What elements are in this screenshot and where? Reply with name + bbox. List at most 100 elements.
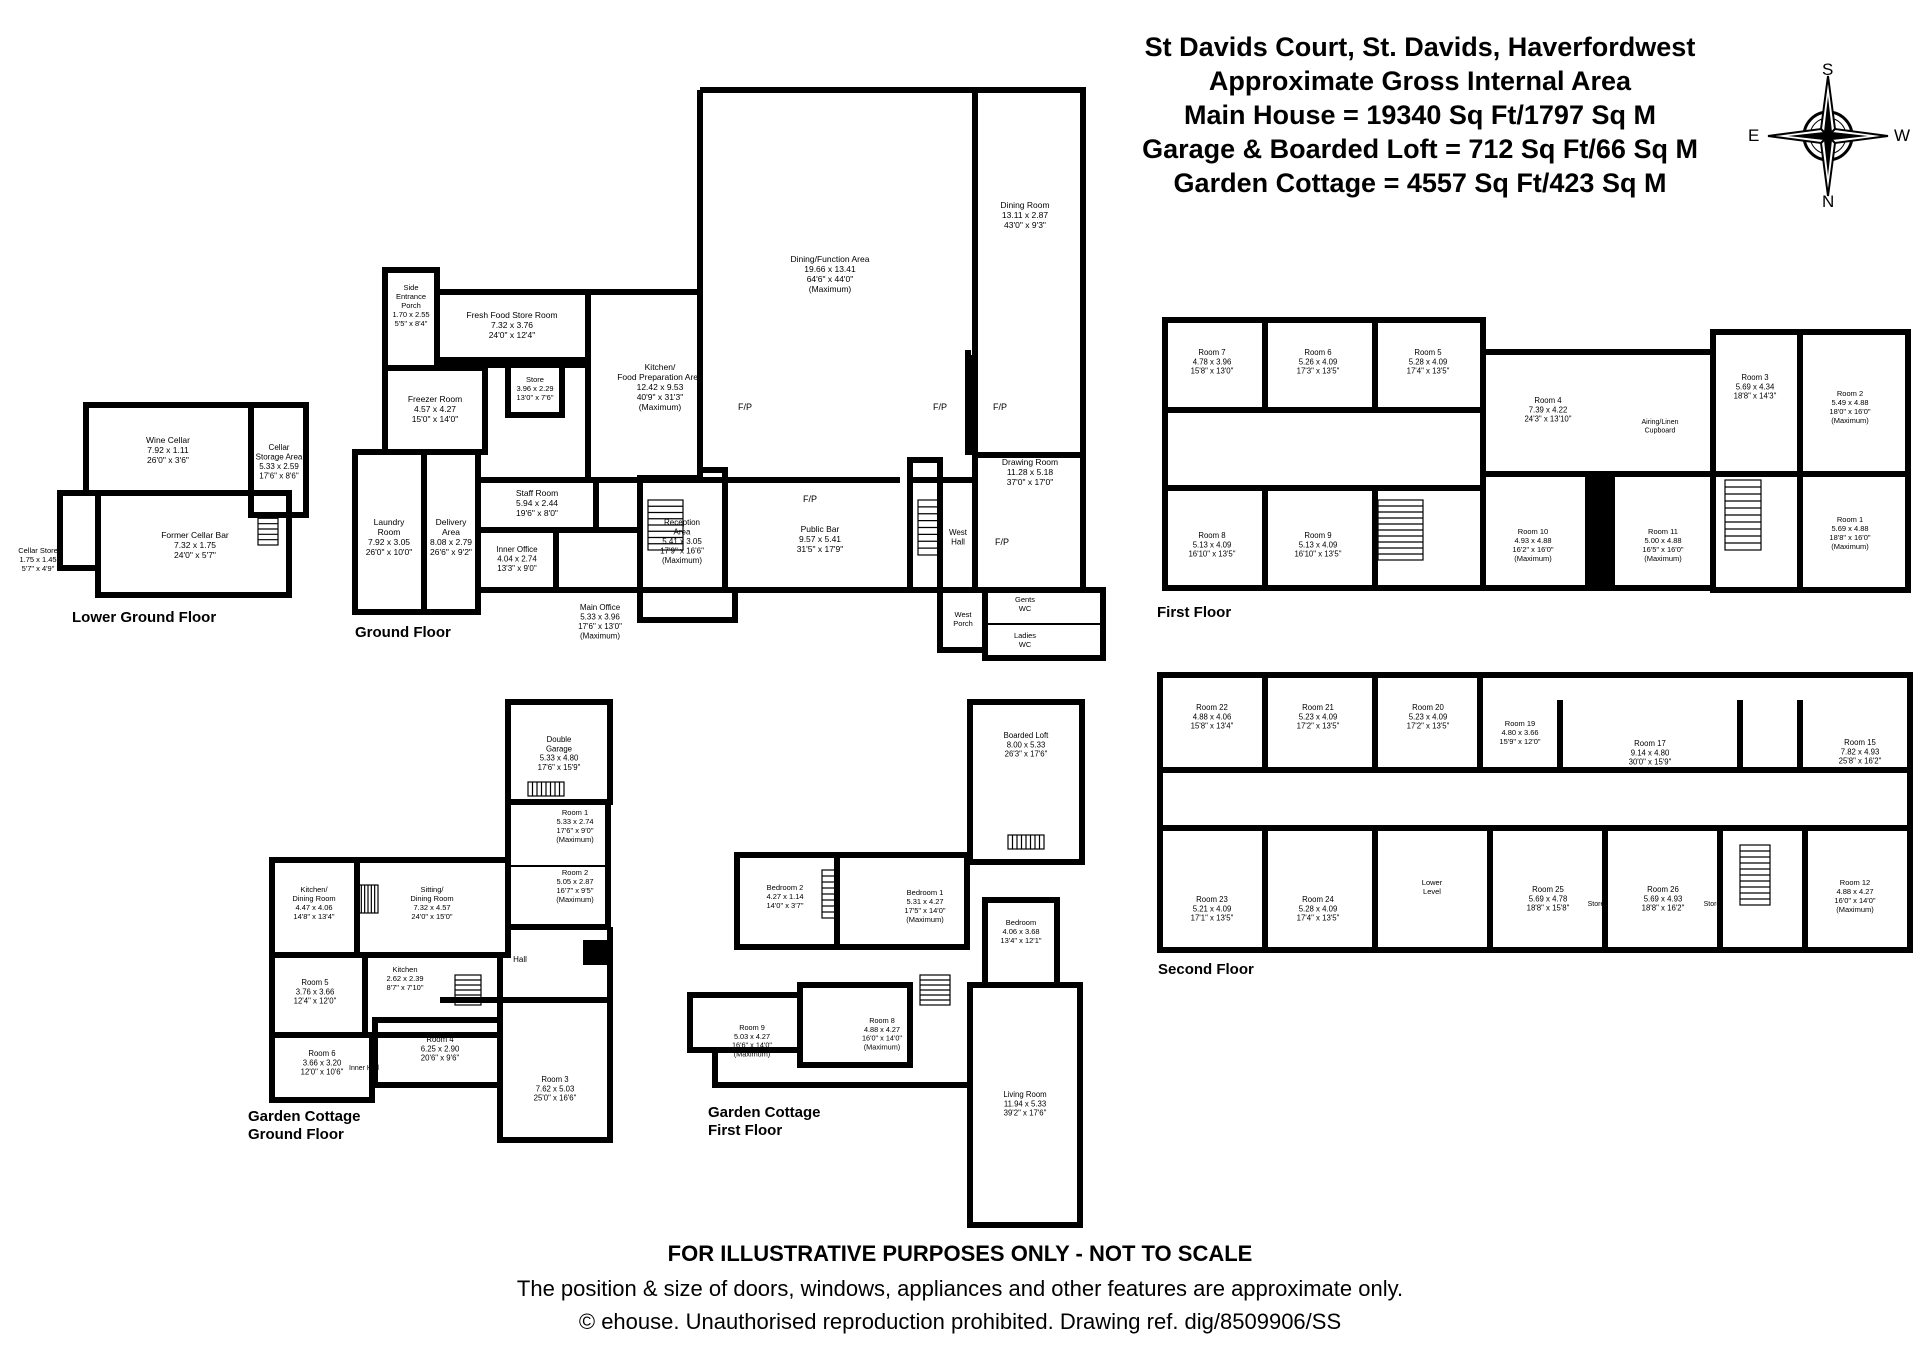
compass-e: E [1748, 126, 1760, 145]
room-label-line: 4.80 x 3.66 [1501, 728, 1538, 737]
room-label-line: Boarded Loft [1004, 731, 1049, 740]
room-label-line: 4.88 x 4.27 [864, 1025, 900, 1034]
cg-stairs-sit [357, 884, 379, 914]
room-label-line: 37'0" x 17'0" [1007, 477, 1054, 487]
room-label-line: 18'8" x 16'0" [1829, 533, 1870, 542]
room-label-line: Room 5 [301, 978, 329, 987]
gf-main-office [553, 527, 643, 593]
room-label-line: (Maximum) [1644, 554, 1682, 563]
room-label-line: Porch [401, 301, 421, 310]
room-label-line: 7.32 x 1.75 [174, 540, 216, 550]
room-label-line: 5.41 x 3.05 [662, 537, 702, 546]
room-label-line: Inner Hall [349, 1065, 379, 1072]
cg-sitting [354, 857, 511, 958]
room-label-line: Double [547, 735, 572, 744]
room-label-line: 5.33 x 4.80 [540, 754, 579, 763]
lg-cellar-store-wall [57, 490, 101, 571]
room-label-line: 15'0" x 14'0" [412, 414, 459, 424]
room-label-line: Room 15 [1844, 738, 1876, 747]
room-label-line: 5.69 x 4.34 [1736, 382, 1775, 391]
room-label-line: 5.94 x 2.44 [516, 498, 558, 508]
room-label-line: (Maximum) [1514, 554, 1552, 563]
lg-stairs [257, 512, 279, 546]
room-label-line: 24'3" x 13'10" [1524, 415, 1571, 424]
room-label-line: Side [403, 283, 418, 292]
room-label-line: 5'7" x 4'9" [22, 564, 55, 573]
room-label-line: 5.03 x 4.27 [734, 1032, 770, 1041]
room-label-line: 25'8" x 16'2" [1839, 757, 1882, 766]
cg-room4 [372, 1017, 503, 1088]
room-label-line: 7.39 x 4.22 [1529, 405, 1568, 414]
room-label-line: Room [378, 527, 401, 537]
cg-hatch-block [583, 940, 608, 965]
room-label-line: Room 24 [1302, 895, 1334, 904]
room-label-line: Room 25 [1532, 885, 1564, 894]
room-label-line: Room 4 [426, 1035, 454, 1044]
room-label-line: 11.94 x 5.33 [1004, 1099, 1046, 1108]
room-label-line: Kitchen/ [300, 885, 328, 894]
room-label-line: 7.62 x 5.03 [536, 1084, 575, 1093]
room-label-line: Wine Cellar [146, 435, 190, 445]
room-label-line: 24'0" x 5'7" [174, 550, 216, 560]
room-label-line: (Maximum) [734, 1049, 770, 1058]
approximate-note: The position & size of doors, windows, a… [516, 1276, 1404, 1301]
compass-s: S [1822, 60, 1834, 79]
room-label-line: Airing/Linen [1642, 419, 1679, 426]
room-label-line: 24'0" x 12'4" [489, 330, 536, 340]
room-label-line: 7.92 x 1.11 [147, 445, 189, 455]
room-label-line: 5'5" x 8'4" [395, 319, 428, 328]
room-label-line: Bedroom 2 [767, 883, 804, 892]
room-label-line: Storage Area [256, 453, 303, 462]
floor-label-cottage-first: Garden Cottage First Floor [708, 1104, 821, 1140]
room-label-line: 2.62 x 2.39 [386, 974, 423, 983]
room-label-line: (Maximum) [556, 895, 594, 904]
floor-label-second: Second Floor [1158, 961, 1254, 978]
room-label-line: Room 23 [1196, 895, 1228, 904]
floor-label-cottage-first-line2: First Floor [708, 1122, 783, 1139]
room-label-line: 40'9" x 31'3" [637, 392, 684, 402]
room-label-line: Reception [664, 518, 700, 527]
room-label-line: Entrance [396, 292, 426, 301]
cf-stairs-bed [821, 869, 839, 919]
room-label-line: Room 9 [1304, 531, 1331, 540]
room-label-line: Public Bar [801, 524, 840, 534]
cg-hall-label: Hall [513, 955, 527, 964]
room-label-line: (Maximum) [1836, 905, 1874, 914]
room-label-line: 43'0" x 9'3" [1004, 220, 1046, 230]
ff-mid-bottom [1480, 474, 1713, 591]
gf-stairs-hall [917, 499, 943, 556]
room-label-line: 18'8" x 16'2" [1642, 904, 1685, 913]
room-label-line: 5.33 x 3.96 [580, 613, 620, 622]
room-label-line: Gents [1015, 595, 1035, 604]
room-label-line: 4.04 x 2.74 [497, 555, 537, 564]
room-label-line: 39'2" x 17'6" [1004, 1109, 1047, 1118]
room-label-line: Room 26 [1647, 885, 1679, 894]
area-main-house: Main House = 19340 Sq Ft/1797 Sq M [1184, 100, 1656, 130]
cf-stairs-loft [1007, 834, 1045, 850]
room-label-line: 19'6" x 8'0" [516, 508, 558, 518]
room-label-line: 16'7" x 9'5" [557, 886, 594, 895]
ff-stair-core [1585, 474, 1615, 588]
room-label-line: West [949, 528, 968, 537]
gf-store [505, 362, 565, 418]
